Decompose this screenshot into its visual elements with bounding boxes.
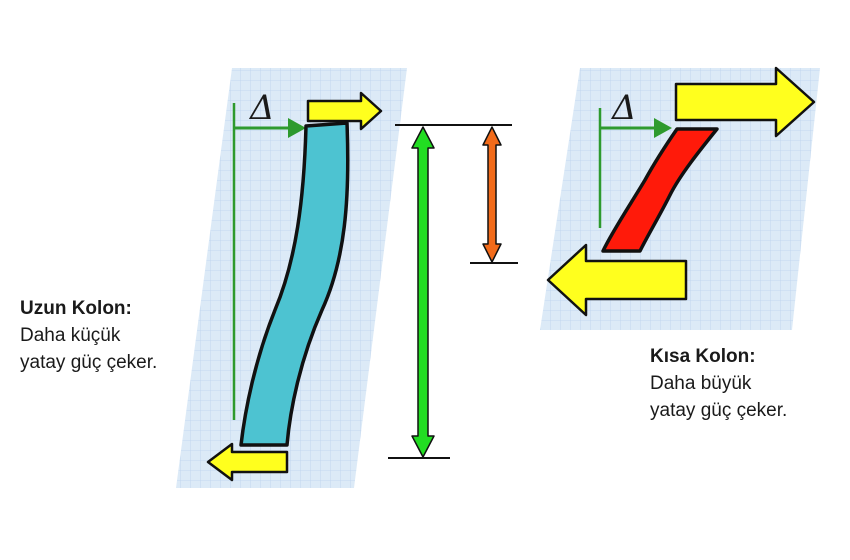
short-column-panel: Δ bbox=[540, 66, 820, 330]
long-column-panel: Δ bbox=[176, 68, 407, 488]
dimension-arrow-icon bbox=[411, 126, 435, 458]
force-arrow-icon bbox=[206, 442, 289, 482]
short-column-body bbox=[601, 127, 719, 253]
short-column-text-line2: yatay güç çeker. bbox=[650, 400, 788, 421]
short-column-caption: Kısa Kolon: Daha büyük yatay güç çeker. bbox=[650, 343, 787, 424]
long-column-text-line1: Daha küçük bbox=[20, 325, 121, 346]
short-column-title: Kısa Kolon: bbox=[650, 346, 756, 367]
short-column-text-line1: Daha büyük bbox=[650, 373, 752, 394]
displacement-symbol-right: Δ bbox=[610, 88, 637, 128]
long-column-title: Uzun Kolon: bbox=[20, 298, 132, 319]
force-arrow-icon bbox=[674, 66, 816, 138]
long-column-body bbox=[239, 121, 350, 447]
dimension-arrow-icon bbox=[482, 126, 502, 263]
long-column-caption: Uzun Kolon: Daha küçük yatay güç çeker. bbox=[20, 295, 157, 376]
force-arrow-icon bbox=[306, 91, 383, 131]
displacement-arrow-icon bbox=[600, 118, 672, 138]
displacement-arrow-icon bbox=[234, 118, 306, 138]
height-dimensions bbox=[388, 124, 518, 459]
long-column-text-line2: yatay güç çeker. bbox=[20, 352, 158, 373]
force-arrow-icon bbox=[546, 243, 688, 317]
displacement-symbol-left: Δ bbox=[248, 88, 275, 128]
